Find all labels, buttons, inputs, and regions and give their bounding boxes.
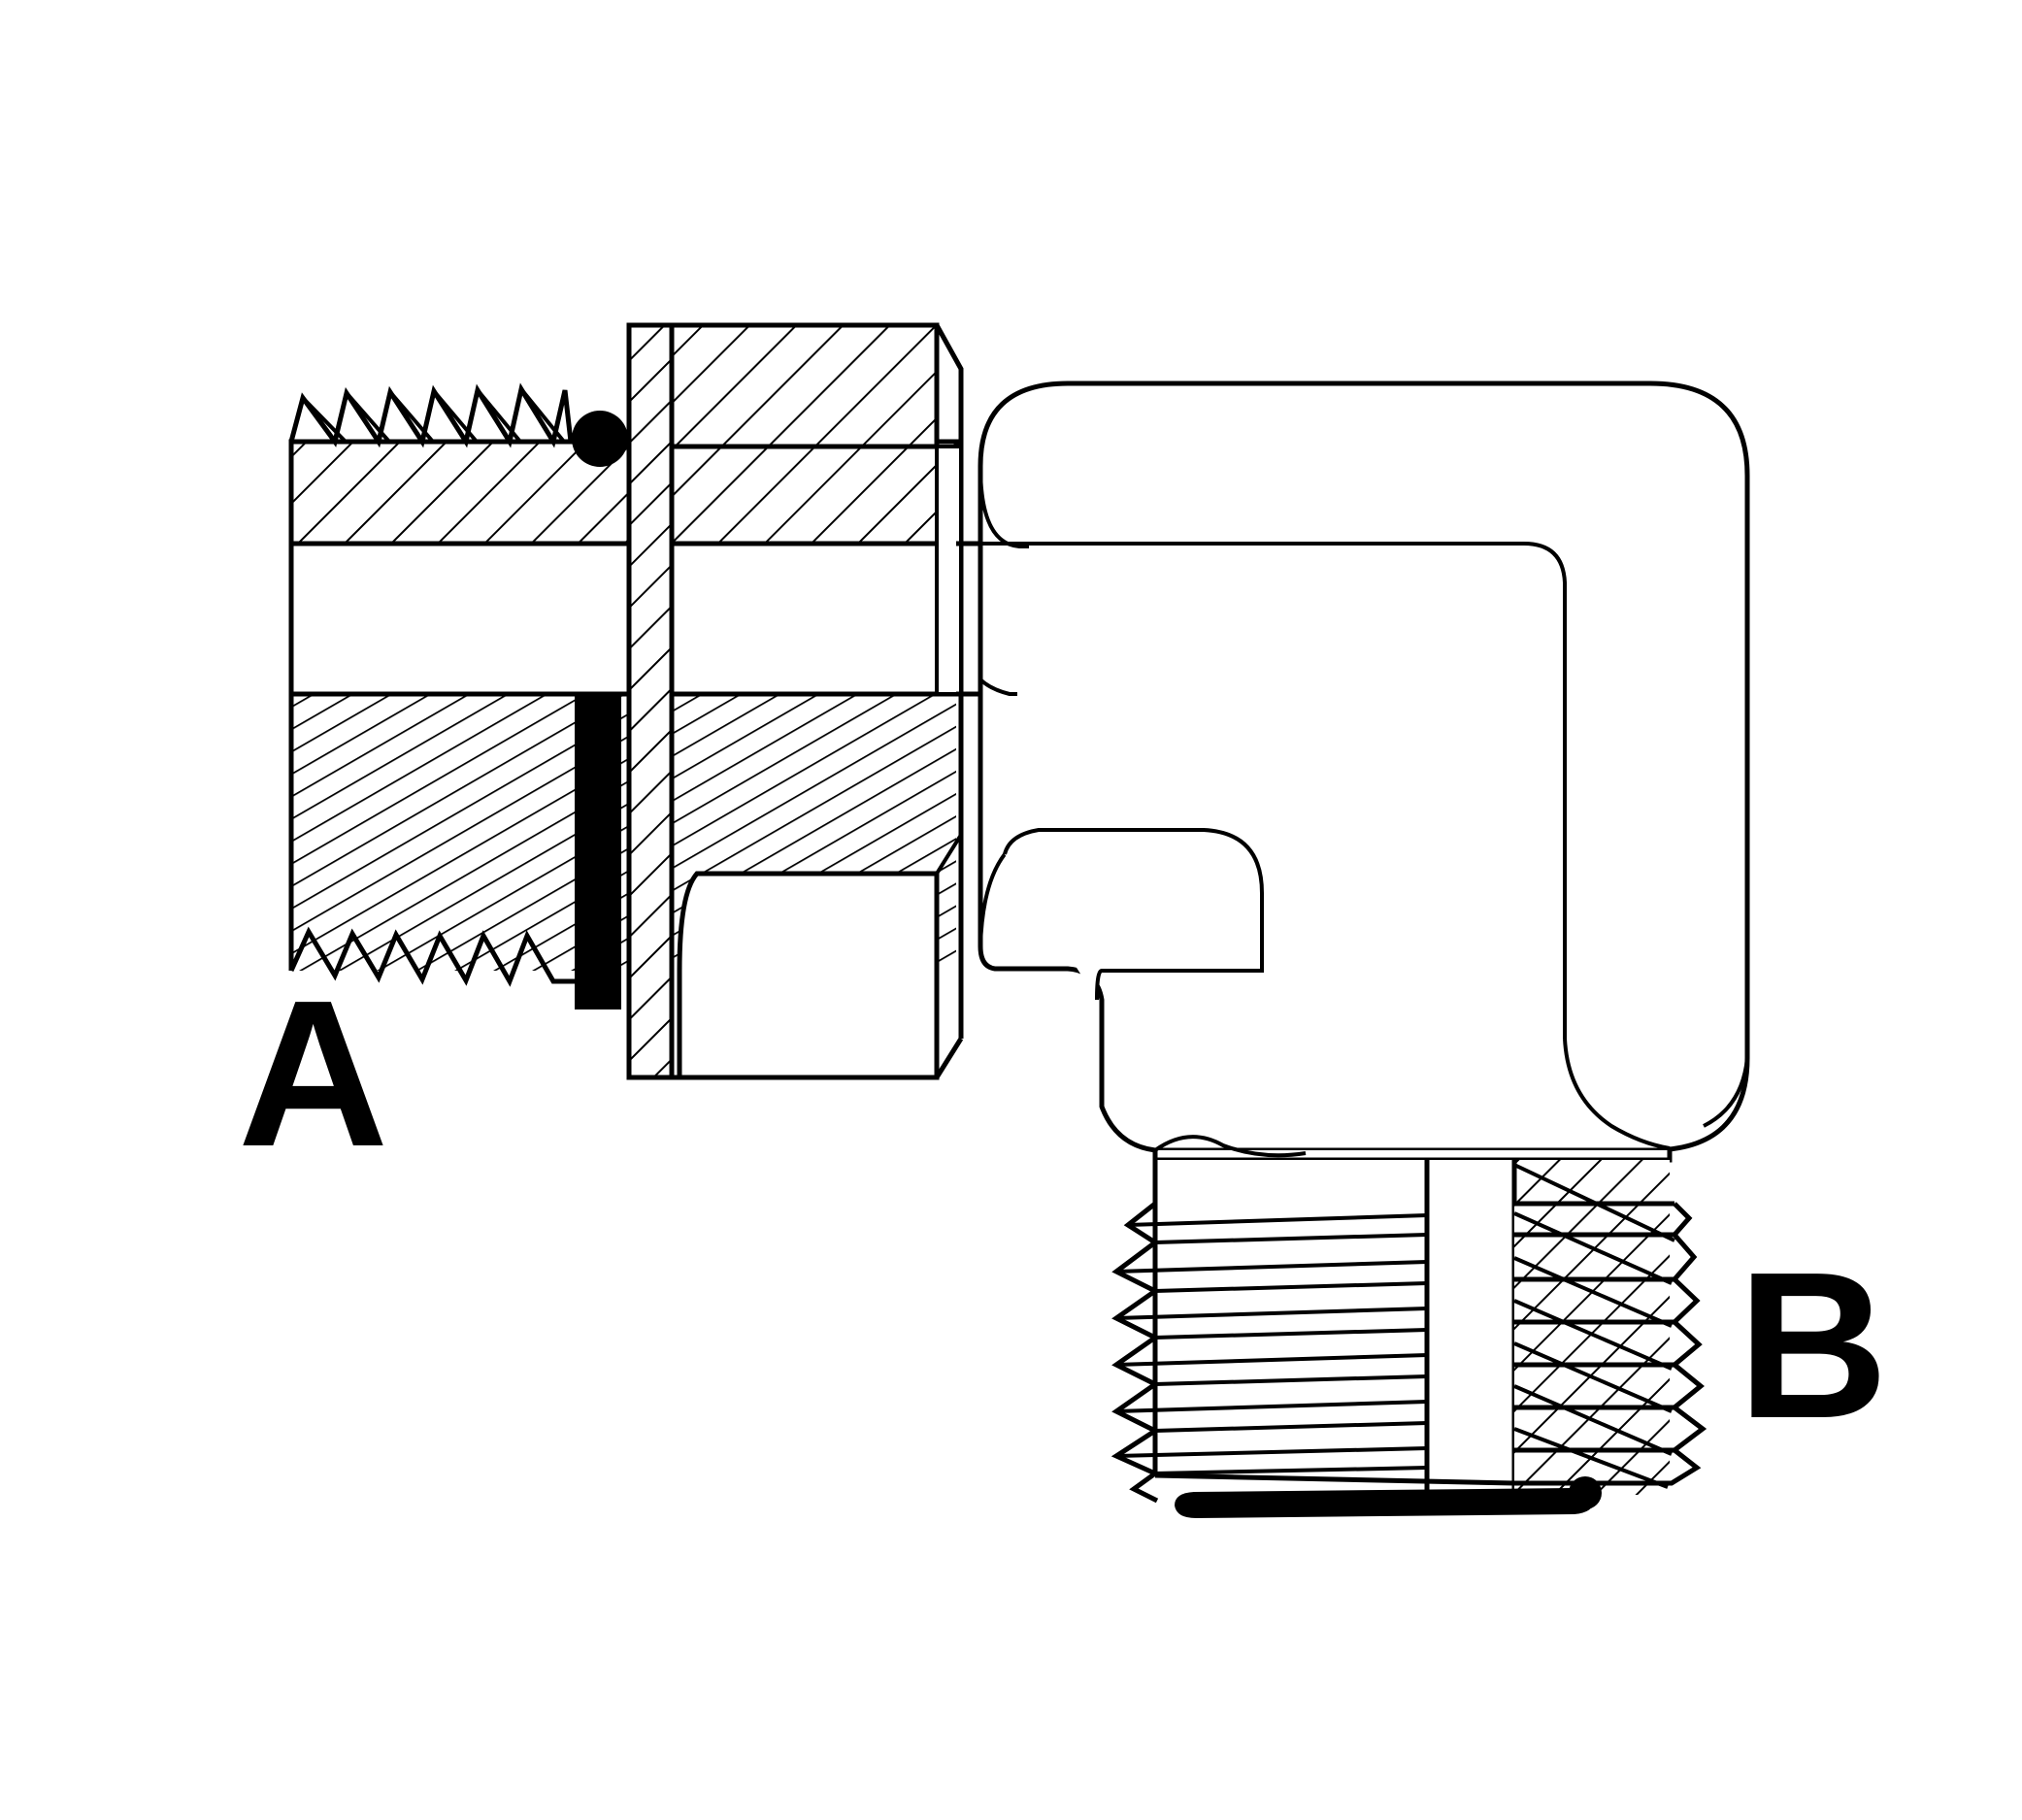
elbow-corner-detail xyxy=(978,678,1017,696)
bottom-npt-thread xyxy=(1110,1160,1707,1518)
hex-nut xyxy=(669,322,964,1080)
shank-to-elbow-lines xyxy=(956,541,980,697)
hex-nut-lower-flats xyxy=(677,871,940,1080)
elbow-bottom-neck xyxy=(1152,1038,1673,1163)
elbow-shoulder-upper xyxy=(978,465,1029,548)
bottom-thread-root-lines xyxy=(1115,1213,1428,1475)
bottom-thread-end-face xyxy=(1154,1473,1515,1486)
elbow-lower-right-fillet xyxy=(1703,1057,1749,1128)
upper-thread-hatch-group xyxy=(291,442,956,544)
elbow-shoulder-lower xyxy=(978,852,1007,947)
elbow-body xyxy=(978,381,1750,1153)
hex-nut-lower-chamfer xyxy=(935,833,963,876)
elbow-neck-fillet-left xyxy=(1153,1135,1307,1158)
elbow-lower-lobe xyxy=(1003,828,1264,1001)
collar-sliver xyxy=(935,445,963,696)
lower-thread-teeth xyxy=(288,691,956,987)
elbow-neck-face xyxy=(1152,1150,1673,1163)
seal-bead-bottom xyxy=(1175,1488,1594,1518)
seal-bead-end-dot xyxy=(1569,1476,1602,1509)
bottom-thread-right-flanks xyxy=(1513,1163,1675,1489)
o-ring-lower xyxy=(575,694,621,1009)
sectioned-wall-band xyxy=(626,322,675,1080)
elbow-neck-fillet-right xyxy=(1563,1038,1671,1150)
elbow-inner-bore-upper xyxy=(980,542,1567,1039)
label-port-a: A xyxy=(238,956,388,1190)
hex-nut-bottom-edge xyxy=(672,1037,964,1080)
left-shank-core xyxy=(288,541,959,697)
label-port-b: B xyxy=(1738,1228,1888,1462)
o-ring-upper xyxy=(572,411,628,467)
